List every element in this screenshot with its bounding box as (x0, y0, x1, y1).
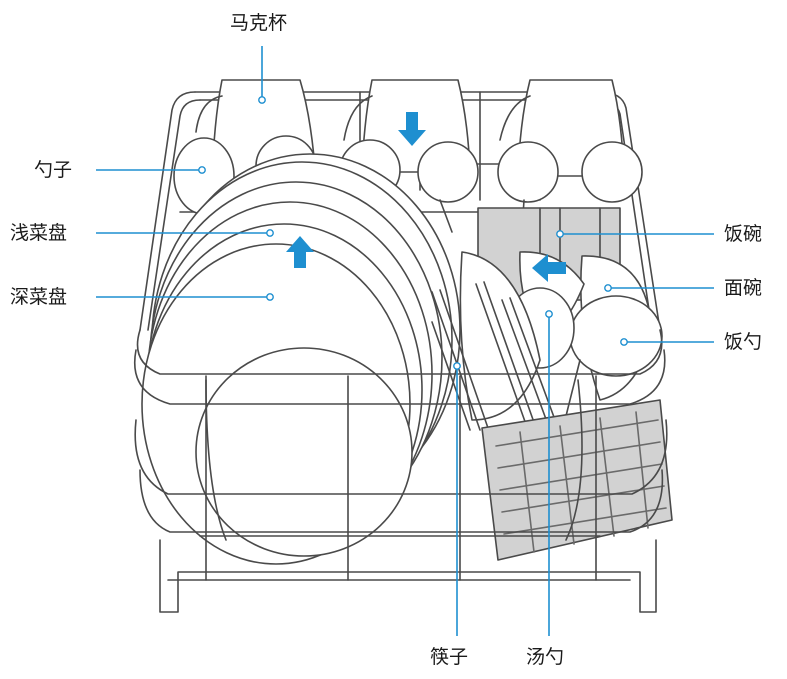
label-mug: 马克杯 (230, 12, 288, 34)
label-rice-bowl: 饭碗 (724, 223, 763, 245)
arrow-icon (286, 112, 566, 282)
label-spoon: 勺子 (34, 159, 73, 181)
rack-front-frame (134, 329, 668, 613)
spoon-4 (417, 141, 479, 203)
arrow-icon-down (398, 112, 426, 146)
rice-ladle (569, 295, 663, 377)
mug-3-handle (499, 95, 531, 141)
label-rice-ladle: 饭勺 (724, 331, 763, 353)
label-deep-plate: 深菜盘 (10, 286, 68, 308)
leader-dots (198, 96, 628, 370)
label-soup-ladle: 汤勺 (526, 646, 565, 668)
arrow-icon-up (286, 236, 314, 268)
plate-stack (141, 153, 461, 565)
spoon-5 (497, 141, 559, 203)
deep-plate-inner (195, 347, 413, 557)
spoon-6 (581, 141, 643, 203)
chopstick-group (431, 281, 559, 431)
mug-1-handle (195, 95, 223, 133)
label-shallow-plate: 浅菜盘 (10, 222, 68, 244)
mug-2-handle (343, 95, 373, 141)
leader-lines (96, 46, 714, 636)
arrow-icon-left (532, 254, 566, 282)
label-noodle-bowl: 面碗 (724, 277, 763, 299)
cutlery-basket (481, 399, 673, 561)
label-chopsticks: 筷子 (430, 646, 469, 668)
